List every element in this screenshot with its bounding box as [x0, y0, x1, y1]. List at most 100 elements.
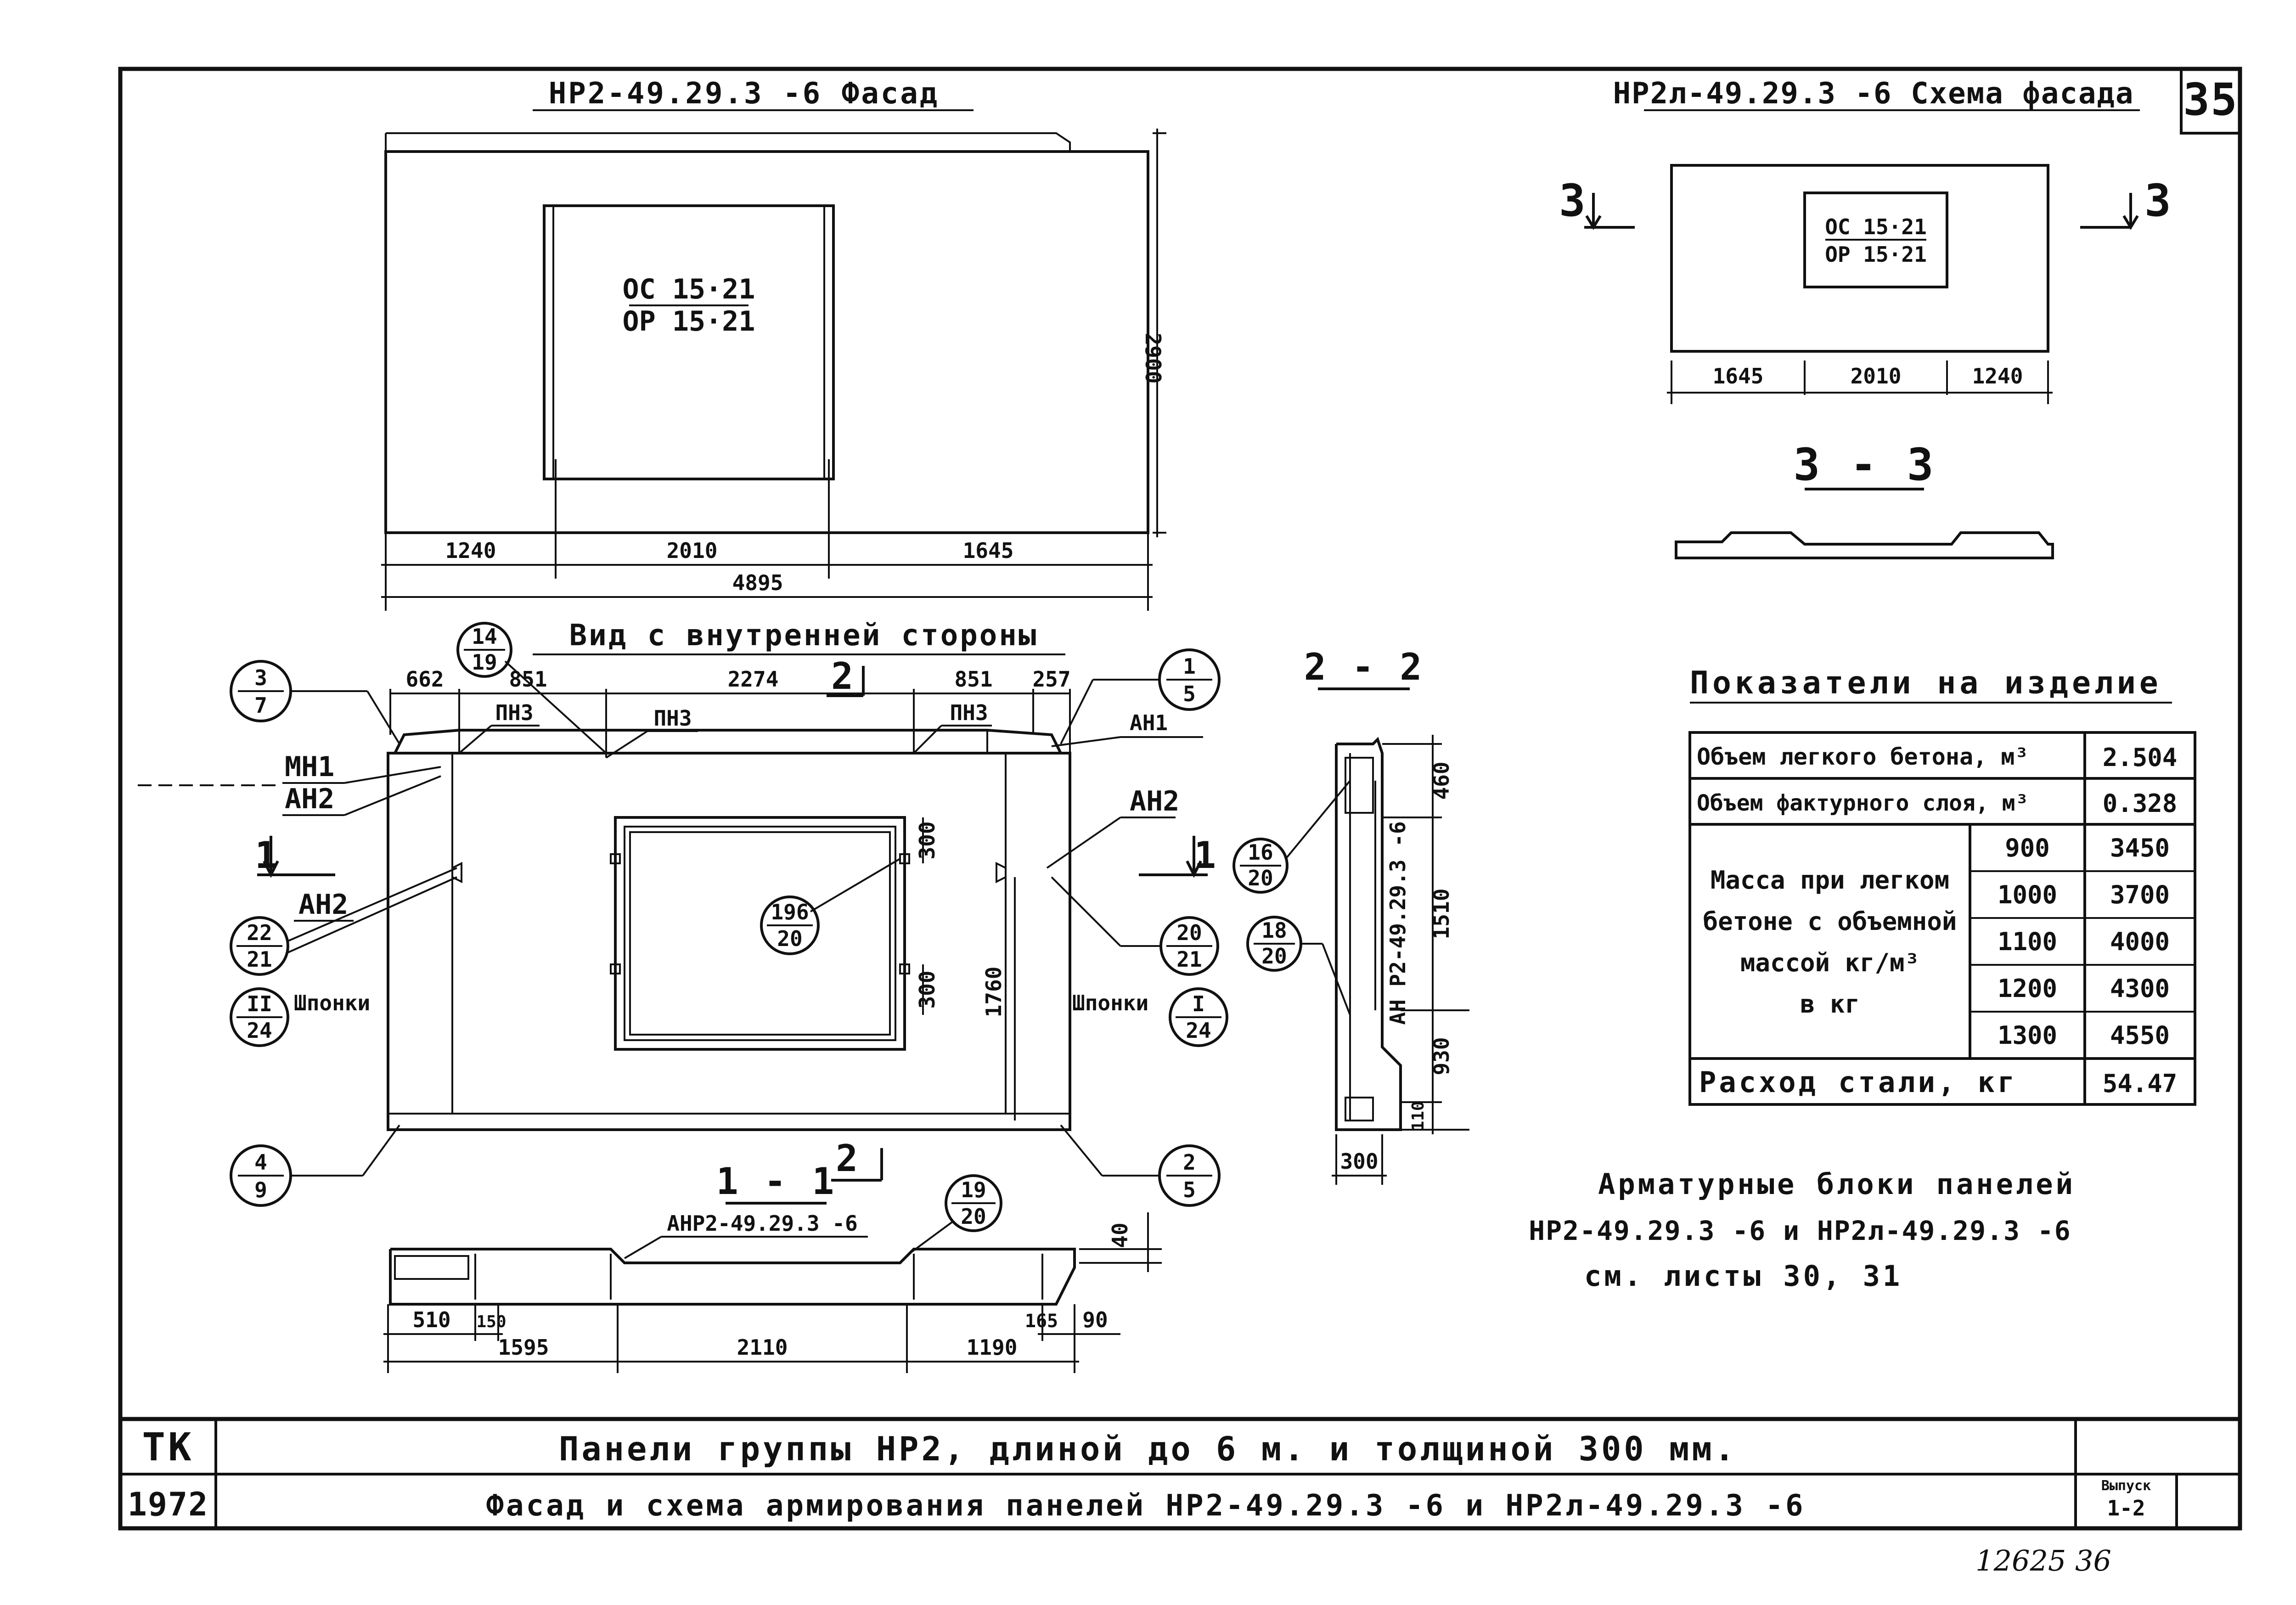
- callout-1-5: 1 5: [1060, 648, 1221, 744]
- mass-density-1000: 1000: [1998, 880, 2057, 909]
- facade-window-bottom: ОР 15·21: [623, 305, 755, 338]
- scheme-title: НР2л-49.29.3 -6 Схема фасада: [1613, 77, 2134, 111]
- inner-shponki-right: Шпонки: [1072, 991, 1148, 1015]
- indicators-steel-value: 54.47: [2103, 1069, 2178, 1098]
- svg-text:24: 24: [247, 1018, 272, 1043]
- inner-shponki-left: Шпонки: [294, 991, 370, 1015]
- svg-text:II: II: [247, 991, 272, 1016]
- mass-density-1300: 1300: [1998, 1021, 2057, 1050]
- scheme-window-bottom: ОР 15·21: [1825, 242, 1927, 267]
- svg-text:3: 3: [254, 665, 267, 690]
- svg-text:2: 2: [1183, 1150, 1196, 1175]
- section-2-2-dim-110: 110: [1409, 1101, 1428, 1131]
- section-1-1-dim-150: 150: [476, 1312, 506, 1331]
- callout-18-20: 18 20: [1246, 916, 1351, 1015]
- svg-text:20: 20: [1176, 920, 1202, 945]
- callout-4-9: 4 9: [230, 1124, 400, 1207]
- sheet-number-box: [2180, 68, 2241, 135]
- stamp-year: 1972: [128, 1486, 209, 1523]
- callout-I-24: I 24: [1169, 987, 1228, 1047]
- note-line-3: см. листы 30, 31: [1584, 1259, 1902, 1293]
- callout-3-7: 3 7: [230, 660, 400, 745]
- svg-text:20: 20: [1248, 866, 1273, 890]
- indicators-row-2-label: Объем фактурного слоя, м³: [1697, 790, 2028, 816]
- mass-density-900: 900: [2005, 833, 2050, 862]
- mass-density-1100: 1100: [1998, 927, 2057, 956]
- section-1-1-cut-2: 2: [836, 1137, 862, 1180]
- callout-20-21: 20 21: [1051, 876, 1219, 976]
- svg-text:21: 21: [247, 947, 272, 972]
- inner-label-an2-b: АН2: [298, 889, 348, 921]
- note: Арматурные блоки панелей НР2-49.29.3 -6 …: [1529, 1167, 2076, 1293]
- scheme-window: [1803, 191, 1948, 288]
- facade-dim-2: 2010: [667, 538, 718, 563]
- scheme-window-top: ОС 15·21: [1825, 214, 1927, 239]
- scheme-cut-right: 3: [2144, 175, 2176, 226]
- facade-dim-total: 4895: [732, 570, 783, 595]
- handwritten-number: 12625 36: [1975, 1544, 2111, 1577]
- inner-panel: [387, 752, 1071, 1131]
- section-1-1-dim-165: 165: [1025, 1311, 1058, 1332]
- section-1-1-profile: [389, 1248, 1076, 1306]
- inner-window: [614, 816, 906, 1051]
- section-2-2-dim-width: 300: [1340, 1149, 1378, 1174]
- section-2-2-dim-930: 930: [1429, 1037, 1454, 1075]
- facade-dim-3: 1645: [963, 538, 1014, 563]
- callout-14-19: 14 19: [456, 622, 607, 754]
- note-line-1: Арматурные блоки панелей: [1598, 1167, 2076, 1201]
- sheet-number: 35: [2183, 74, 2238, 125]
- inner-pn3-1: ПН3: [495, 700, 533, 725]
- indicators-row-1-label: Объем легкого бетона, м³: [1697, 743, 2028, 770]
- scheme-view: НР2л-49.29.3 -6 Схема фасада ОС 15·21 ОР…: [1559, 77, 2176, 559]
- scheme-panel: [1670, 164, 2049, 353]
- mass-value-1300: 4550: [2110, 1021, 2170, 1050]
- inner-dim-257: 257: [1032, 667, 1070, 692]
- facade-panel: [384, 150, 1149, 534]
- section-2-2-profile: [1335, 737, 1402, 1131]
- svg-text:1: 1: [1183, 654, 1196, 679]
- svg-text:18: 18: [1261, 918, 1287, 943]
- inner-pn3-3: ПН3: [950, 700, 988, 725]
- stamp-org: ТК: [142, 1425, 194, 1470]
- mass-value-1200: 4300: [2110, 974, 2170, 1003]
- section-1-1-label: АНР2-49.29.3 -6: [667, 1211, 857, 1236]
- scheme-dim-3: 1240: [1972, 364, 2023, 389]
- section-1-1-dim-2110: 2110: [737, 1335, 788, 1360]
- inner-label-mn1: МН1: [285, 751, 334, 783]
- section-1-1: 1 - 1 2 АНР2-49.29.3 -6 40 510 150 165 9…: [383, 1137, 1162, 1373]
- svg-text:4: 4: [254, 1150, 267, 1175]
- indicators-mass-label-2: бетоне с объемной: [1703, 907, 1957, 936]
- stamp-issue-value: 1-2: [2107, 1496, 2145, 1521]
- svg-text:22: 22: [247, 920, 272, 945]
- svg-text:I: I: [1192, 991, 1205, 1016]
- indicators-mass-label-4: в кг: [1800, 990, 1860, 1019]
- indicators-mass-label-1: Масса при легком: [1711, 866, 1949, 895]
- facade-window-top: ОС 15·21: [623, 273, 755, 305]
- svg-text:5: 5: [1183, 1177, 1196, 1202]
- section-1-1-dim-90: 90: [1082, 1307, 1108, 1332]
- callout-16-20: 16 20: [1232, 780, 1351, 894]
- callout-22-21: 22 21: [230, 867, 457, 976]
- indicators-mass-label-3: массой кг/м³: [1740, 948, 1919, 977]
- inner-pn3-2: ПН3: [653, 706, 692, 731]
- svg-text:16: 16: [1248, 840, 1273, 865]
- scheme-dim-2: 2010: [1851, 364, 1902, 389]
- indicators-steel-label: Расход стали, кг: [1699, 1065, 2017, 1099]
- inner-dim-2274: 2274: [728, 667, 779, 692]
- inner-label-an2-c: АН2: [1130, 785, 1179, 817]
- svg-text:14: 14: [472, 624, 497, 649]
- svg-text:20: 20: [1261, 944, 1287, 969]
- mass-value-1100: 4000: [2110, 927, 2170, 956]
- svg-text:9: 9: [254, 1177, 267, 1202]
- svg-text:7: 7: [254, 693, 267, 718]
- svg-text:196: 196: [771, 900, 809, 924]
- section-2-2-label: АН Р2-49.29.3 -6: [1385, 821, 1410, 1025]
- stamp-line-2: Фасад и схема армирования панелей НР2-49…: [486, 1489, 1805, 1523]
- callout-II-24: II 24: [230, 987, 289, 1047]
- section-2-2-dim-1510: 1510: [1429, 889, 1454, 940]
- mass-value-900: 3450: [2110, 833, 2170, 862]
- facade-dim-1: 1240: [445, 538, 496, 563]
- scheme-dim-1: 1645: [1713, 364, 1764, 389]
- title-block: ТК 1972 Панели группы НР2, длиной до 6 м…: [120, 1417, 2240, 1528]
- callout-2-5: 2 5: [1060, 1124, 1221, 1207]
